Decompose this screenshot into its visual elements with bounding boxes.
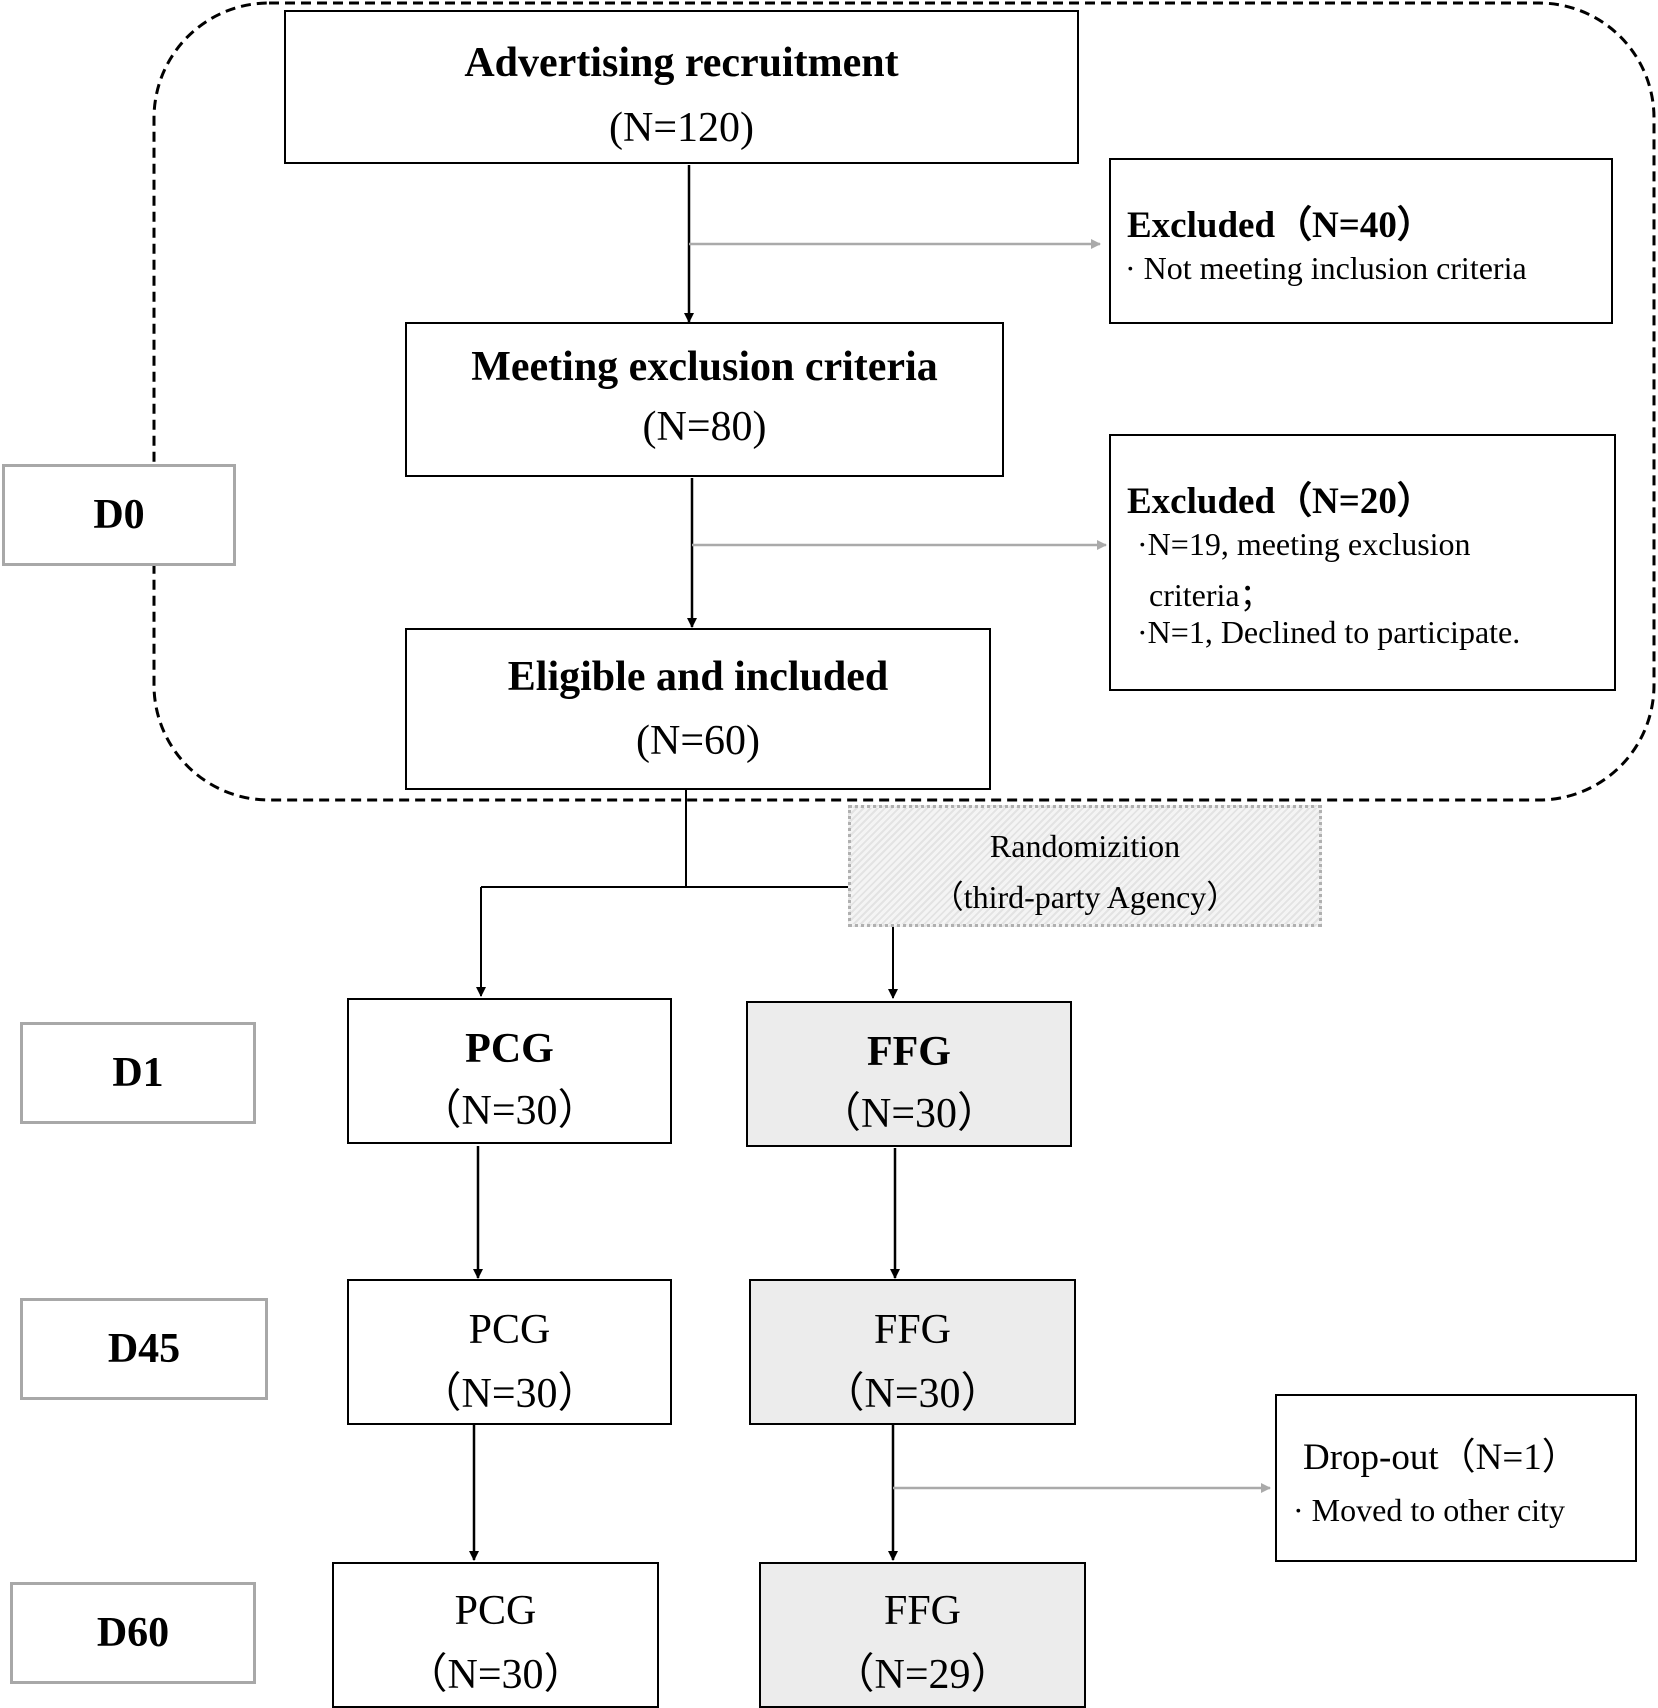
dropout-item: · Moved to other city: [1293, 1492, 1565, 1528]
included-box: Eligible and included (N=60): [405, 628, 991, 790]
exclusion-criteria-count: (N=80): [642, 404, 767, 450]
enrollment-dashed-boundary: [152, 1, 1656, 802]
randomization-agency: （third-party Agency）: [931, 879, 1239, 915]
dropout-box: Drop-out（N=1） · Moved to other city: [1275, 1394, 1637, 1562]
day-label-d0: D0: [2, 464, 236, 566]
recruitment-title: Advertising recruitment: [464, 40, 899, 86]
ffg-d45-box: FFG （N=30）: [749, 1279, 1076, 1425]
ffg-d60-box: FFG （N=29）: [759, 1562, 1086, 1708]
excluded-box-20: Excluded（N=20） ·N=19, meeting exclusion …: [1109, 434, 1616, 691]
included-title: Eligible and included: [507, 654, 889, 700]
ffg-d1-title: FFG: [867, 1029, 951, 1075]
day-label-d60: D60: [10, 1582, 256, 1684]
exclusion-criteria-box: Meeting exclusion criteria (N=80): [405, 322, 1004, 477]
ffg-d45-title: FFG: [873, 1307, 952, 1353]
excluded-40-item: · Not meeting inclusion criteria: [1125, 250, 1527, 286]
day-label-d1: D1: [20, 1022, 256, 1124]
pcg-d60-box: PCG （N=30）: [332, 1562, 659, 1708]
randomization-label: Randomizition: [989, 828, 1181, 864]
excluded-20-title: Excluded（N=20）: [1127, 481, 1434, 522]
pcg-d45-count: （N=30）: [419, 1371, 600, 1417]
excluded-20-item-3: ·N=1, Declined to participate.: [1137, 614, 1521, 650]
pcg-d1-count: （N=30）: [419, 1088, 600, 1134]
pcg-d1-box: PCG （N=30）: [347, 998, 672, 1144]
pcg-d45-box: PCG （N=30）: [347, 1279, 672, 1425]
ffg-d1-box: FFG （N=30）: [746, 1001, 1072, 1147]
pcg-d45-title: PCG: [468, 1307, 551, 1353]
pcg-d1-title: PCG: [465, 1026, 554, 1072]
pcg-d60-title: PCG: [454, 1588, 537, 1634]
excluded-20-item-1: ·N=19, meeting exclusion: [1137, 526, 1471, 562]
exclusion-criteria-title: Meeting exclusion criteria: [471, 344, 938, 390]
ffg-d45-count: （N=30）: [822, 1371, 1003, 1417]
recruitment-box: Advertising recruitment (N=120): [284, 10, 1079, 164]
included-count: (N=60): [636, 718, 760, 764]
dropout-title: Drop-out（N=1）: [1303, 1437, 1579, 1478]
day-label-d45: D45: [20, 1298, 268, 1400]
recruitment-count: (N=120): [609, 105, 754, 151]
ffg-d60-count: （N=29）: [832, 1652, 1013, 1698]
excluded-box-40: Excluded（N=40） · Not meeting inclusion c…: [1109, 158, 1613, 324]
randomization-box: Randomizition （third-party Agency）: [848, 805, 1322, 927]
ffg-d60-title: FFG: [883, 1588, 962, 1634]
excluded-20-item-2: criteria；: [1149, 577, 1272, 613]
excluded-40-title: Excluded（N=40）: [1127, 205, 1434, 246]
ffg-d1-count: （N=30）: [818, 1091, 1000, 1137]
pcg-d60-count: （N=30）: [405, 1652, 586, 1698]
